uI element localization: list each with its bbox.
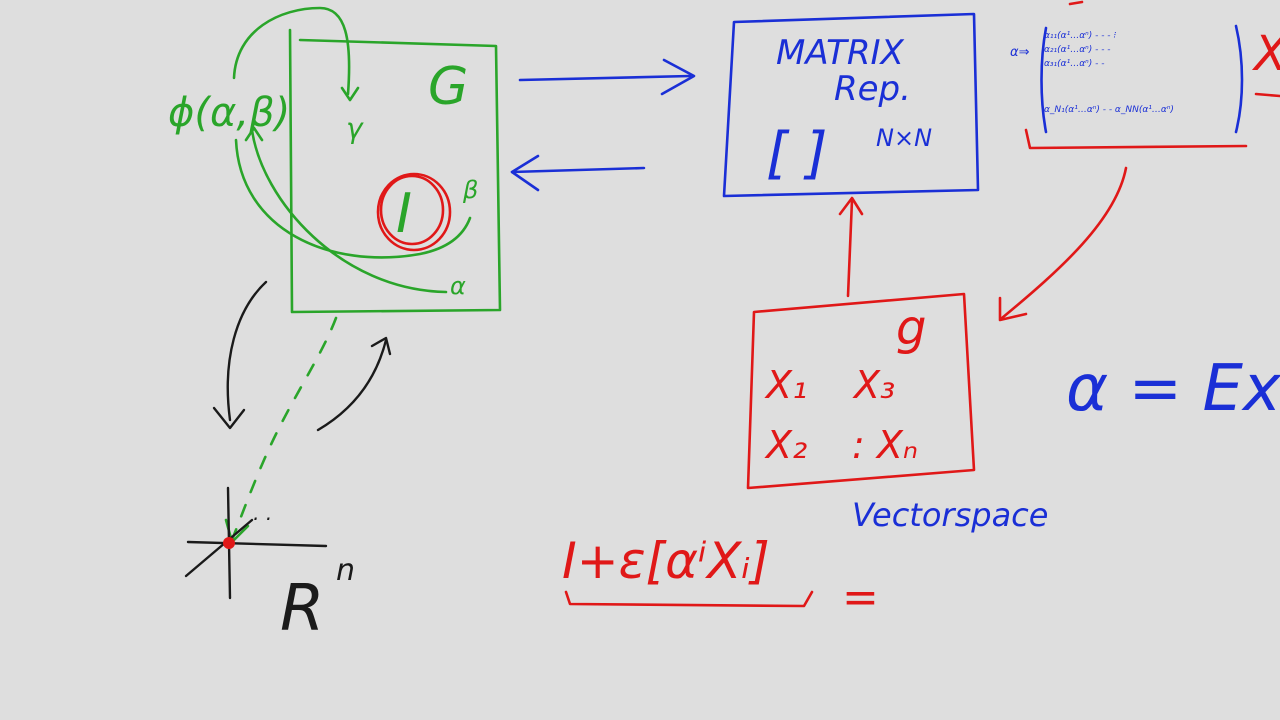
arrow-to-matrix	[518, 74, 692, 82]
matrix-edge-stroke	[1254, 92, 1280, 98]
matrix-row-n: α_N₁(α¹…αⁿ) - - α_NN(α¹…αⁿ)	[1044, 105, 1174, 115]
arrow-up-to-matrix	[846, 198, 854, 298]
matrix-edge-letter: X	[1251, 26, 1280, 82]
generator-x3: X₃	[852, 363, 895, 407]
axis-diagonal	[184, 518, 254, 578]
linear-approximation: I+ε[αⁱXᵢ]	[562, 532, 770, 590]
rep-label: Rep.	[834, 69, 911, 109]
arrow-from-matrix-head	[510, 154, 540, 192]
beta-curve	[234, 138, 472, 259]
algebra-box: g X₁ X₃ X₂ : Xₙ Vectorspace	[746, 166, 1128, 534]
generator-xn: : Xₙ	[852, 423, 918, 467]
group-box: G ϕ(α,β) γ β α I	[168, 6, 502, 544]
matrix-right-bracket	[1234, 24, 1244, 134]
axes-dots: · ·	[252, 507, 271, 531]
matrix-row-3: α₃₁(α¹…αⁿ) - -	[1044, 59, 1104, 69]
gamma-curve	[232, 6, 351, 96]
matrix-left-bracket	[1040, 26, 1048, 134]
group-box-outline	[288, 28, 502, 314]
arrow-matrix-to-algebra	[1000, 166, 1128, 320]
rn-label: R	[280, 572, 324, 646]
matrix-size: N×N	[876, 124, 932, 152]
arrow-to-matrix-head	[660, 58, 696, 96]
arrow-from-matrix	[510, 166, 646, 174]
matrix-title: MATRIX	[776, 33, 905, 73]
alpha-curve	[250, 128, 448, 294]
equals-sign: =	[842, 572, 879, 623]
group-label: G	[428, 57, 468, 117]
matrix-detail-prefix: α⇒	[1010, 45, 1030, 60]
rn-superscript: n	[336, 553, 355, 588]
matrix-box-outline	[722, 12, 980, 198]
arrow-matrix-to-algebra-head	[998, 296, 1028, 322]
linear-approximation-underline	[564, 590, 814, 608]
phi-arrowhead	[244, 126, 264, 142]
down-arrowhead	[212, 406, 246, 430]
gamma-label: γ	[346, 112, 364, 145]
vectorspace-caption: Vectorspace	[852, 496, 1048, 534]
identity-circle	[376, 172, 452, 252]
origin-point	[223, 537, 235, 549]
identity-label: I	[396, 182, 412, 245]
dashed-map-curve	[230, 316, 338, 542]
phi-label: ϕ(α,β)	[168, 90, 290, 136]
matrix-row-1: α₁₁(α¹…αⁿ) - - - ⁝	[1044, 31, 1116, 41]
axis-horizontal	[186, 540, 328, 548]
matrix-rep-box: MATRIX Rep. [ ] N×N	[722, 12, 980, 198]
matrix-top-mark	[1068, 0, 1084, 6]
generator-x1: X₁	[764, 363, 807, 407]
rn-axes: · · R n	[184, 280, 392, 646]
up-arrow-curve	[316, 338, 388, 432]
expressions: I+ε[αⁱXᵢ] = α = Exp	[562, 352, 1280, 623]
generator-x2: X₂	[764, 423, 807, 467]
up-arrowhead	[370, 336, 392, 356]
algebra-box-outline	[746, 292, 976, 490]
arrow-up-to-matrix-head	[838, 196, 864, 216]
matrix-row-2: α₂₁(α¹…αⁿ) - - -	[1044, 45, 1111, 55]
identity-circle-inner	[379, 174, 445, 246]
exp-expression: α = Exp	[1066, 352, 1280, 426]
down-arrow-curve	[226, 280, 268, 422]
blue-arrows	[510, 58, 696, 192]
matrix-detail: α⇒ α₁₁(α¹…αⁿ) - - - ⁝ α₂₁(α¹…αⁿ) - - - α…	[1010, 0, 1280, 150]
beta-label: β	[462, 176, 478, 204]
gamma-arrowhead	[340, 86, 360, 102]
matrix-detail-underline	[1024, 128, 1248, 150]
matrix-brackets: [ ]	[766, 121, 828, 186]
alpha-label: α	[450, 272, 466, 300]
algebra-label: g	[896, 300, 926, 356]
